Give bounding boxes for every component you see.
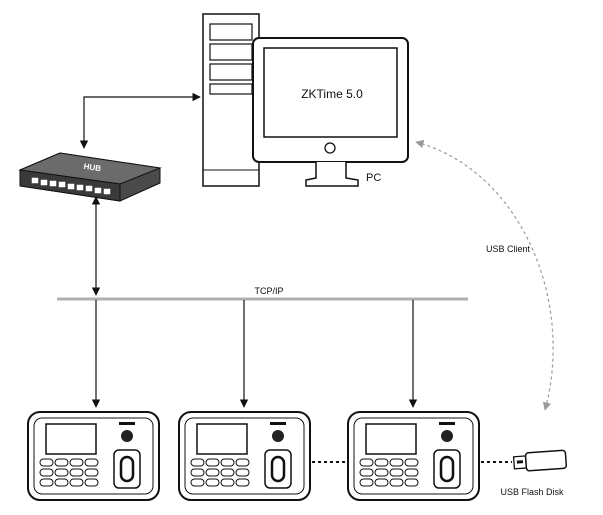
usb-flash-icon <box>512 449 568 472</box>
terminal-icon <box>347 411 480 501</box>
hub-label: HUB <box>83 162 102 173</box>
tcpip-label: TCP/IP <box>254 286 283 296</box>
terminal-icon <box>27 411 160 501</box>
hub-pc-link <box>79 92 201 149</box>
usb-client-link <box>415 139 554 411</box>
usb-client-label: USB Client <box>486 244 531 254</box>
monitor-screen-text: ZKTime 5.0 <box>301 87 363 101</box>
monitor-icon <box>252 37 409 187</box>
tower-case-icon <box>202 13 260 187</box>
pc-label: PC <box>366 172 381 184</box>
hub-icon <box>18 152 162 202</box>
usb-flash-label: USB Flash Disk <box>500 487 564 497</box>
terminal-icon <box>178 411 311 501</box>
